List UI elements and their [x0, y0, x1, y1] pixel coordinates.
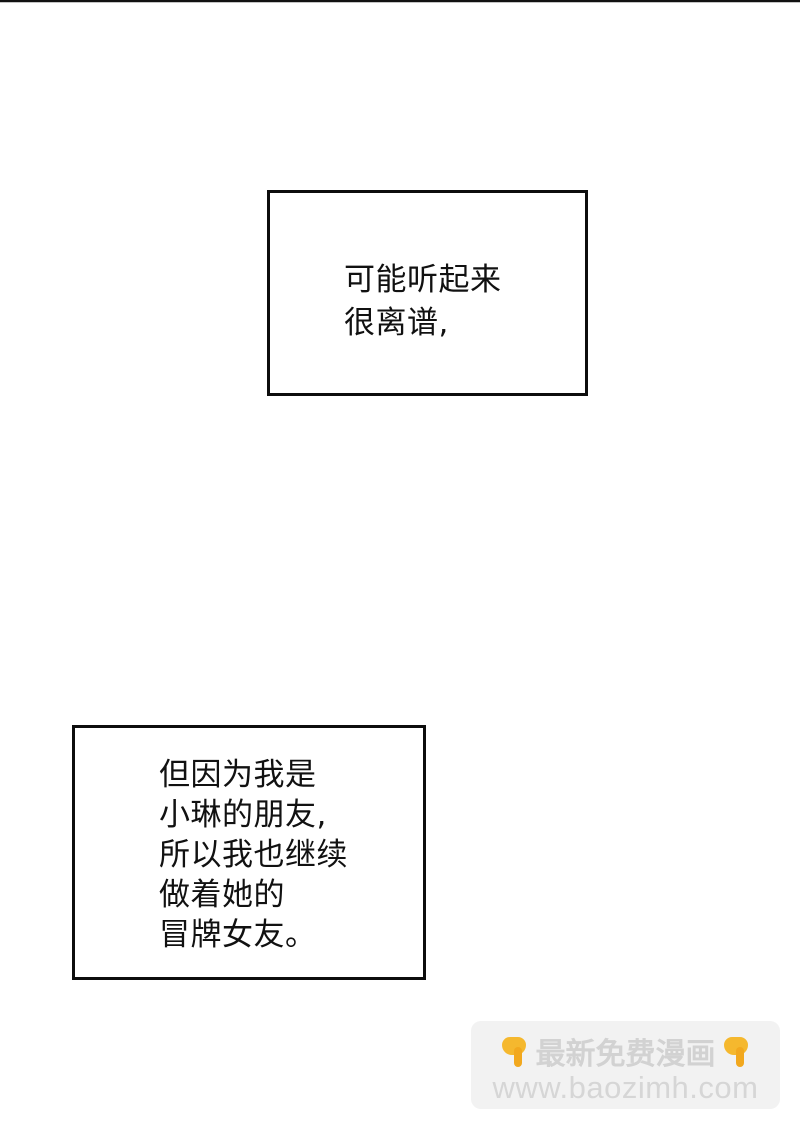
caption-text-2: 但因为我是 小琳的朋友, 所以我也继续 做着她的 冒牌女友。 — [159, 757, 348, 953]
watermark-url[interactable]: www.baozimh.com — [492, 1070, 759, 1105]
panel-top-edge — [0, 0, 800, 3]
pointing-down-hand-icon — [722, 1033, 752, 1069]
pointing-down-hand-icon — [500, 1033, 530, 1069]
watermark-headline: 最新免费漫画 — [535, 1037, 716, 1072]
caption-box-2: 但因为我是 小琳的朋友, 所以我也继续 做着她的 冒牌女友。 — [72, 725, 426, 980]
watermark-headline-row: 最新免费漫画 — [471, 1031, 780, 1072]
caption-box-1: 可能听起来 很离谱, — [267, 190, 588, 396]
caption-text-1: 可能听起来 很离谱, — [344, 262, 502, 341]
watermark-banner[interactable]: 最新免费漫画 www.baozimh.com — [471, 1021, 780, 1109]
